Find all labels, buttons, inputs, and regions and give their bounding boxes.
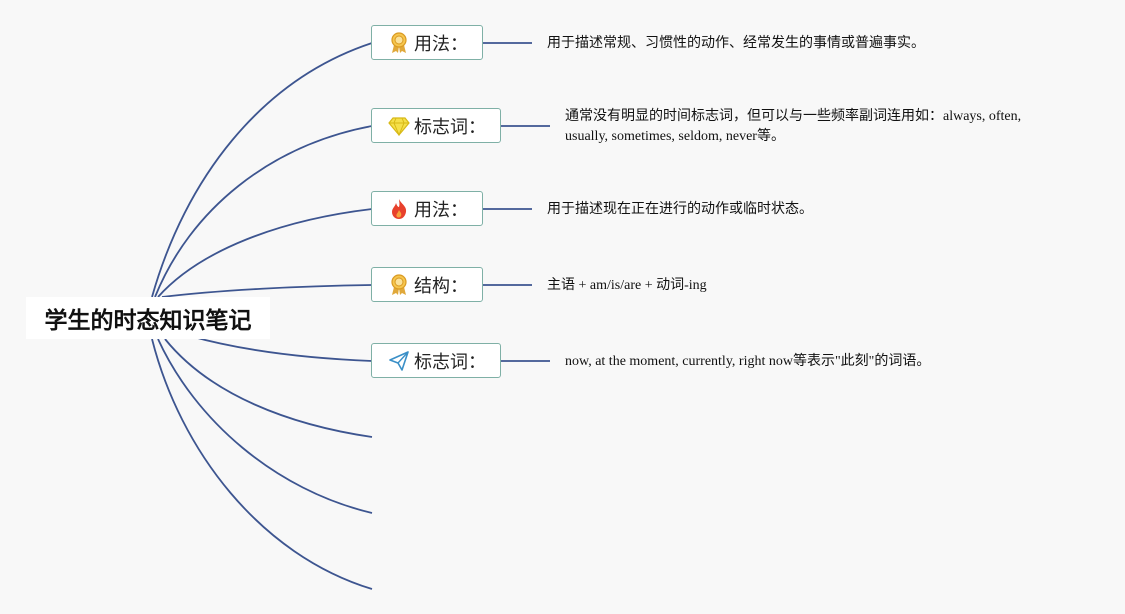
branch-description: 通常没有明显的时间标志词，但可以与一些频率副词连用如：always, often… xyxy=(565,109,1022,144)
branch-label: 用法： xyxy=(414,199,468,221)
diamond-icon xyxy=(388,115,410,137)
branch-connector-2 xyxy=(154,125,373,298)
medal-icon xyxy=(388,31,410,54)
branch-node-keywords-2[interactable]: 标志词： xyxy=(371,343,501,378)
branch-connector-3 xyxy=(157,208,373,298)
branch-description: 用于描述现在正在进行的动作或临时状态。 xyxy=(547,202,813,217)
empty-connector-2 xyxy=(157,338,373,514)
root-node[interactable]: 学生的时态知识笔记 xyxy=(26,297,270,339)
branch-connector-4 xyxy=(161,284,373,298)
branch-node-keywords-1[interactable]: 标志词： xyxy=(371,108,501,143)
branch-label: 标志词： xyxy=(414,116,486,138)
branch-node-usage-1[interactable]: 用法： xyxy=(371,25,483,60)
branch-label: 标志词： xyxy=(414,351,486,373)
branch-node-usage-2[interactable]: 用法： xyxy=(371,191,483,226)
branch-description: 用于描述常规、习惯性的动作、经常发生的事情或普遍事实。 xyxy=(547,36,925,51)
branch-description: now, at the moment, currently, right now… xyxy=(565,354,931,369)
paper-plane-icon xyxy=(388,350,410,372)
branch-description: 主语 + am/is/are + 动词-ing xyxy=(547,278,707,293)
branch-label: 用法： xyxy=(414,33,468,55)
branch-connector-5 xyxy=(189,335,373,362)
root-title: 学生的时态知识笔记 xyxy=(44,308,252,334)
medal-icon xyxy=(388,273,410,296)
fire-icon xyxy=(388,198,410,220)
empty-connector-1 xyxy=(164,338,373,438)
empty-connector-3 xyxy=(151,338,373,590)
branch-connector-1 xyxy=(151,42,373,298)
branch-node-structure[interactable]: 结构： xyxy=(371,267,483,302)
branch-label: 结构： xyxy=(414,275,468,297)
